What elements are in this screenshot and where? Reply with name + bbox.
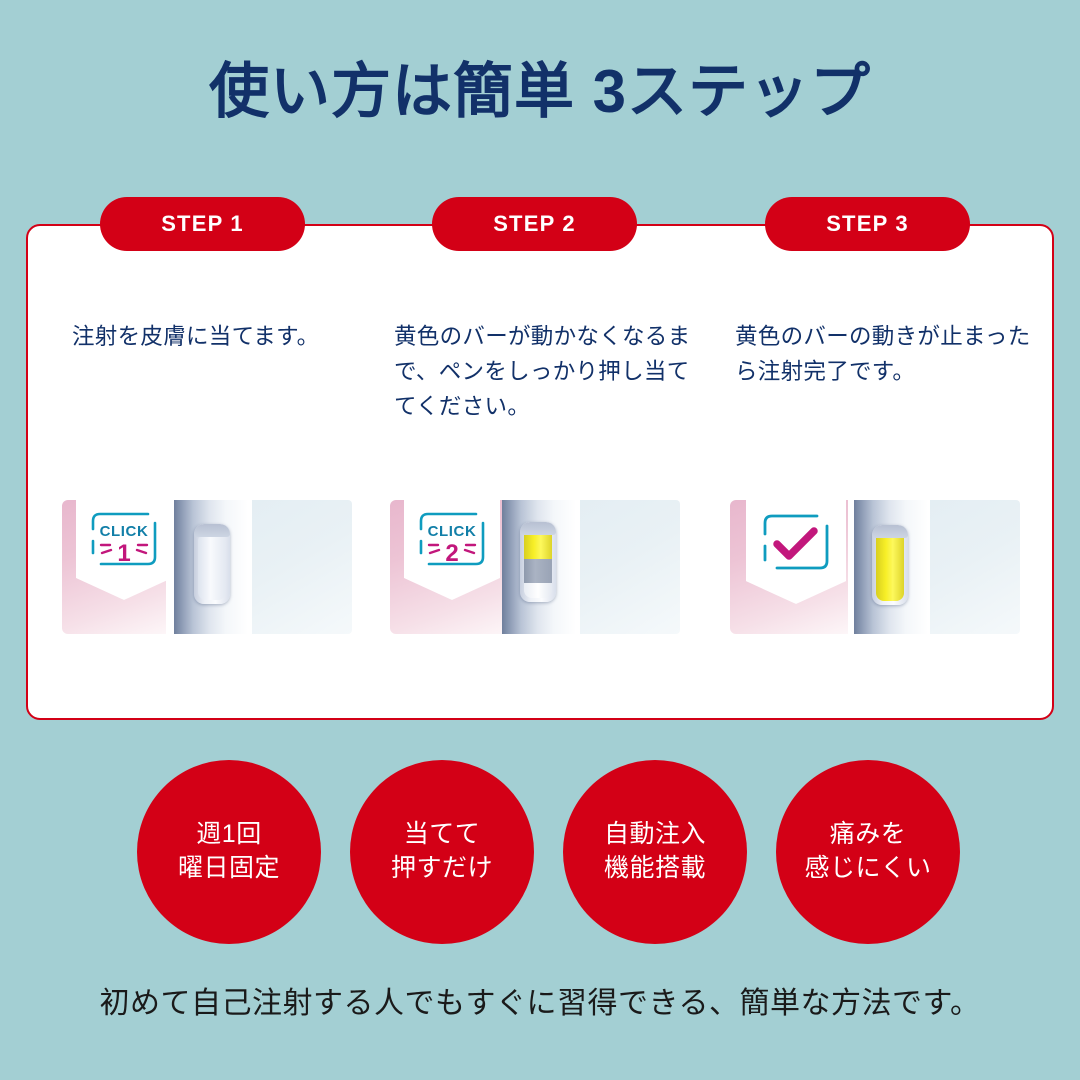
step-badge-2-label: STEP 2 xyxy=(493,211,576,236)
step-badge-3[interactable]: STEP 3 xyxy=(765,197,970,251)
svg-text:2: 2 xyxy=(445,540,458,567)
step-badge-1[interactable]: STEP 1 xyxy=(100,197,305,251)
svg-text:1: 1 xyxy=(117,540,130,567)
feature-circle-1[interactable]: 週1回 曜日固定 xyxy=(137,760,321,944)
step-badge-2[interactable]: STEP 2 xyxy=(432,197,637,251)
step-2-text: 黄色のバーが動かなくなるまで、ペンをしっかり押し当ててください。 xyxy=(394,324,691,419)
check-badge-3 xyxy=(746,500,846,604)
feature-circle-1-line2: 曜日固定 xyxy=(177,854,280,882)
svg-text:CLICK: CLICK xyxy=(100,523,149,540)
feature-circle-4[interactable]: 痛みを 感じにくい xyxy=(776,760,960,944)
step-column-3: 黄色のバーの動きが止まったら注射完了です。 xyxy=(735,320,1031,390)
step-3-illustration xyxy=(730,500,1020,634)
feature-circle-4-line1: 痛みを xyxy=(829,820,907,849)
illustration-blue-background xyxy=(252,500,352,634)
pen-window-bar-partial xyxy=(524,535,552,598)
click-badge-2-graphic: CLICK 2 xyxy=(413,509,491,575)
click-badge-1: CLICK 1 xyxy=(76,500,172,600)
feature-circle-3[interactable]: 自動注入 機能搭載 xyxy=(563,760,747,944)
pen-window-cap xyxy=(194,524,230,537)
feature-circle-4-line2: 感じにくい xyxy=(804,854,932,882)
step-badge-3-label: STEP 3 xyxy=(826,211,909,236)
yellow-bar xyxy=(876,538,904,601)
step-3-text: 黄色のバーの動きが止まったら注射完了です。 xyxy=(735,324,1031,384)
feature-circle-3-line1: 自動注入 xyxy=(603,820,706,849)
illustration-blue-background xyxy=(930,500,1020,634)
step-column-2: 黄色のバーが動かなくなるまで、ペンをしっかり押し当ててください。 xyxy=(394,320,694,425)
step-badge-1-label: STEP 1 xyxy=(161,211,244,236)
steps-card: 注射を皮膚に当てます。 黄色のバーが動かなくなるまで、ペンをしっかり押し当ててく… xyxy=(26,224,1054,720)
pen-window-2 xyxy=(520,522,556,602)
check-badge-3-graphic xyxy=(757,510,835,578)
yellow-bar xyxy=(524,535,552,559)
pen-window-cap xyxy=(520,522,556,535)
click-badge-1-graphic: CLICK 1 xyxy=(85,509,163,575)
feature-circle-row: 週1回 曜日固定 当てて 押すだけ 自動注入 機能搭載 痛みを 感じにくい xyxy=(0,760,1080,950)
step-2-illustration: CLICK 2 xyxy=(390,500,680,634)
step-1-text: 注射を皮膚に当てます。 xyxy=(72,324,320,349)
pen-window-cap xyxy=(872,525,908,538)
click-badge-2: CLICK 2 xyxy=(404,500,500,600)
step-column-1: 注射を皮膚に当てます。 xyxy=(72,320,372,355)
pen-window-bar-empty xyxy=(198,537,226,600)
svg-text:CLICK: CLICK xyxy=(428,523,477,540)
pen-window-1 xyxy=(194,524,230,604)
feature-circle-2-line1: 当てて xyxy=(403,820,481,849)
feature-circle-2-line2: 押すだけ xyxy=(390,854,493,882)
page-title: 使い方は簡単 3ステップ xyxy=(208,58,872,125)
feature-circle-1-line1: 週1回 xyxy=(196,820,262,849)
feature-circle-2[interactable]: 当てて 押すだけ xyxy=(350,760,534,944)
pen-window-3 xyxy=(872,525,908,605)
illustration-blue-background xyxy=(580,500,680,634)
pen-window-bar-full xyxy=(876,538,904,601)
footer-note: 初めて自己注射する人でもすぐに習得できる、簡単な方法です。 xyxy=(99,987,981,1020)
step-1-illustration: CLICK 1 xyxy=(62,500,352,634)
gray-segment xyxy=(524,559,552,583)
feature-circle-3-line2: 機能搭載 xyxy=(603,854,706,882)
white-segment xyxy=(524,583,552,598)
